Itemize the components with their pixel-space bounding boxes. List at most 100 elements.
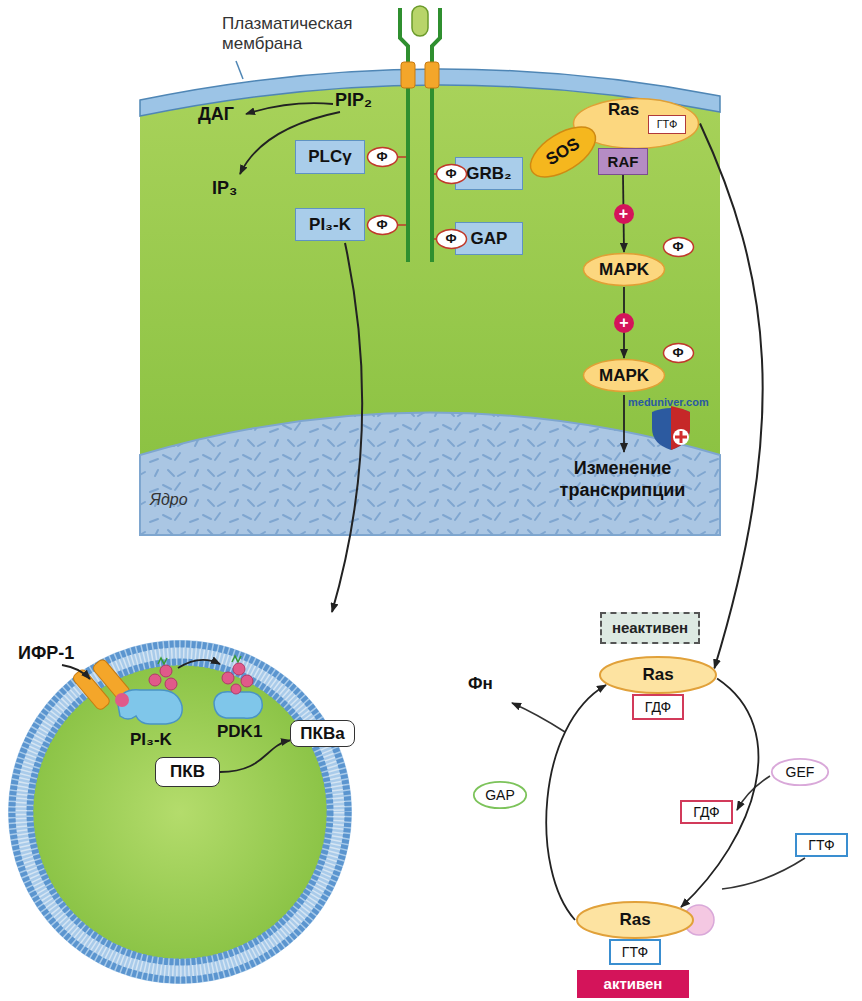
node-label: ГДФ: [693, 804, 719, 820]
membrane-label: Плазматическая мембрана: [222, 14, 372, 55]
node-label: PLCγ: [308, 147, 351, 167]
ligand: [412, 6, 428, 36]
edge-label: +: [614, 204, 634, 224]
gap-oval: GAP: [472, 780, 528, 810]
node-label: Ф: [672, 240, 683, 255]
node-label: GEF: [786, 764, 815, 780]
node-label: Ф: [376, 150, 387, 165]
node-label: Ras: [619, 910, 650, 930]
node-label: Ф: [376, 218, 387, 233]
connector: [546, 685, 606, 920]
node-label: Ras: [608, 100, 639, 120]
node-label: ГДФ: [645, 699, 671, 715]
outcome-label: Изменение транскрипции: [540, 458, 705, 501]
node-label: ГТФ: [808, 837, 834, 853]
state-box: неактивен: [600, 612, 700, 644]
oval-shape: [367, 148, 397, 167]
gtp-box: ГТФ: [795, 833, 848, 857]
oval-shape: [577, 902, 693, 938]
ras-oval: Ras: [575, 900, 695, 940]
node-label: PI₃-K: [309, 215, 351, 235]
enzyme-label: PI₃-K: [130, 730, 172, 750]
node-label: Ф: [672, 346, 683, 361]
pip3-molecule: [149, 663, 253, 694]
pkb-active-box: ПКВа: [290, 720, 355, 747]
shield-icon: [673, 429, 689, 445]
state-box: активен: [577, 970, 689, 998]
connector: [700, 124, 763, 669]
phosphate-circle: Ф: [366, 214, 399, 236]
nucleus: [140, 413, 720, 536]
pdk1-shape: [214, 692, 262, 719]
gef-oval: GEF: [770, 757, 830, 787]
oval-shape: [367, 216, 397, 235]
node-label: GRB₂: [466, 164, 511, 184]
messenger-label: IP₃: [212, 178, 237, 200]
edge-label: +: [614, 313, 634, 333]
connector: [220, 740, 290, 772]
oval-shape: [574, 99, 699, 149]
pi3k-shape: [118, 690, 182, 724]
oval-shape: [584, 360, 665, 392]
node-label: Ф: [445, 232, 456, 247]
node-label: GAP: [485, 787, 515, 803]
gtp-tag: ГТФ: [609, 939, 661, 965]
mapk-oval: MAPK: [582, 358, 666, 393]
arrow: [62, 665, 90, 679]
ras-oval: Ras: [598, 655, 718, 695]
oval-shape: [663, 344, 693, 363]
cell-membrane: [30, 662, 330, 962]
node-label: MAPK: [599, 366, 649, 386]
phospho-dot: [115, 693, 129, 707]
shield-icon: [675, 431, 687, 443]
gdp-tag: ГДФ: [632, 694, 684, 720]
mapk-oval: MAPK: [582, 252, 666, 287]
phosphate-circle: Ф: [366, 146, 399, 168]
node-label: ГТФ: [657, 118, 678, 131]
oval-shape: [772, 759, 828, 785]
oval-shape: [474, 782, 526, 808]
cell-interior: [33, 665, 327, 959]
connector: [681, 679, 758, 908]
protein-box: PLCγ: [295, 140, 365, 174]
node-label: ПКВа: [300, 724, 344, 744]
receptor: [400, 8, 440, 262]
oval-shape: [600, 657, 716, 693]
watermark: meduniver.com: [628, 396, 709, 409]
lipid-label: ДАГ: [198, 104, 234, 126]
node-label: GAP: [471, 229, 508, 249]
phospho-tail: [393, 157, 440, 239]
ligand-label: ИФР-1: [18, 643, 74, 665]
arrow: [178, 660, 220, 668]
node-label: активен: [604, 975, 663, 992]
enzyme-label: PDK1: [217, 722, 262, 742]
shield-icon: [671, 406, 690, 450]
lipid-label: PIP₂: [335, 90, 372, 112]
phosphate-circle: Ф: [662, 342, 695, 364]
node-label: неактивен: [612, 619, 688, 636]
node-label: ГТФ: [622, 944, 648, 960]
arrow: [246, 103, 333, 114]
node-label: RAF: [608, 153, 639, 170]
receptor-tm: [425, 62, 439, 88]
protein-box: PI₃-K: [295, 208, 365, 241]
cell-membrane: [21, 653, 339, 971]
branch-line: [722, 858, 805, 889]
oval-shape: [663, 238, 693, 257]
arrow: [512, 703, 565, 732]
cell-membrane: [8, 640, 352, 984]
phosphate-circle: Ф: [435, 163, 468, 185]
oval-shape: [436, 230, 466, 249]
phosphate-label: Фн: [468, 674, 493, 694]
receptor-tm: [401, 62, 415, 88]
gtp-tag: ГТФ: [648, 115, 686, 134]
gdp-box: ГДФ: [680, 800, 733, 824]
phosphate-circle: Ф: [435, 228, 468, 250]
raf-box: RAF: [598, 148, 648, 175]
node-label: MAPK: [599, 260, 649, 280]
phosphate-circle: Ф: [662, 236, 695, 258]
arrow: [623, 395, 625, 452]
node-label: Ф: [445, 167, 456, 182]
